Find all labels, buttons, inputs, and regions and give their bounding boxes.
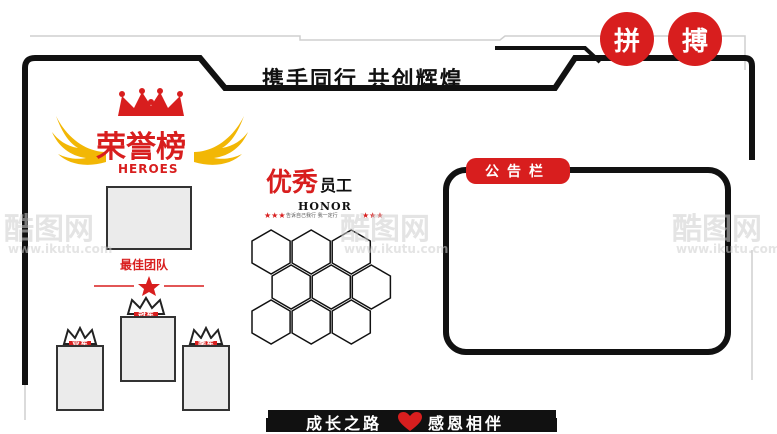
rank-first-label: 冠军 — [138, 310, 154, 319]
crown-second-icon — [62, 326, 98, 348]
employee-title-big: 优秀 — [266, 168, 319, 198]
honor-title-cn: 荣誉榜 — [96, 130, 186, 165]
footer-slogan-right: 感恩相伴 — [428, 414, 505, 433]
rank-second-label: 亚军 — [72, 339, 88, 348]
second-place-photo[interactable] — [56, 345, 104, 411]
watermark-url-mid: www.ikutu.com — [344, 242, 449, 256]
badge-right: 搏 — [668, 12, 722, 66]
best-team-label: 最佳团队 — [120, 258, 169, 272]
footer-slogan-left: 成长之路 — [306, 414, 383, 433]
hexagon-photo-slot[interactable] — [351, 264, 392, 310]
watermark-url-left: www.ikutu.com — [8, 242, 113, 256]
hexagon-photo-slot[interactable] — [271, 264, 311, 310]
hexagon-photo-slot[interactable] — [291, 299, 331, 345]
hexagon-photo-slot[interactable] — [251, 299, 291, 345]
best-team-photo[interactable] — [106, 186, 192, 250]
right-wing-icon — [194, 116, 248, 165]
notice-board-frame — [443, 167, 731, 355]
hexagon-photo-slot[interactable] — [331, 299, 372, 345]
watermark-url-right: www.ikutu.com — [676, 242, 777, 256]
star-divider — [94, 276, 204, 296]
third-place-photo[interactable] — [182, 345, 230, 411]
rank-third-label: 季军 — [198, 339, 214, 348]
hexagon-photo-grid[interactable] — [250, 226, 418, 354]
crown-icon — [118, 88, 184, 116]
watermark-brand-left: 酷图网 — [4, 212, 94, 247]
watermark-brand-mid: 酷图网 — [340, 212, 430, 247]
notice-title: 公告栏 — [466, 158, 570, 184]
badge-left: 拼 — [600, 12, 654, 66]
svg-text:★★★: ★★★ — [362, 211, 384, 220]
crown-first-icon — [126, 296, 166, 318]
crown-third-icon — [188, 326, 224, 348]
watermark-brand-right: 酷图网 — [672, 212, 762, 247]
employee-tagline: 告诉自己我行 我一定行 — [286, 213, 338, 219]
heart-icon — [398, 412, 422, 431]
left-wing-icon — [52, 116, 106, 165]
header-slogan: 携手同行 共创辉煌 — [262, 68, 464, 93]
employee-title-small: 员工 — [320, 176, 353, 195]
hexagon-photo-slot[interactable] — [331, 229, 372, 275]
hexagon-photo-slot[interactable] — [251, 229, 291, 275]
hexagon-photo-slot[interactable] — [291, 229, 331, 275]
tagline-stars: ★★★ ★★★ — [264, 211, 384, 220]
employee-title-en: HONOR — [298, 200, 352, 213]
honor-title-en: HEROES — [118, 162, 179, 176]
hexagon-photo-slot[interactable] — [311, 264, 352, 310]
svg-text:★★★: ★★★ — [264, 211, 286, 220]
first-place-photo[interactable] — [120, 316, 176, 382]
